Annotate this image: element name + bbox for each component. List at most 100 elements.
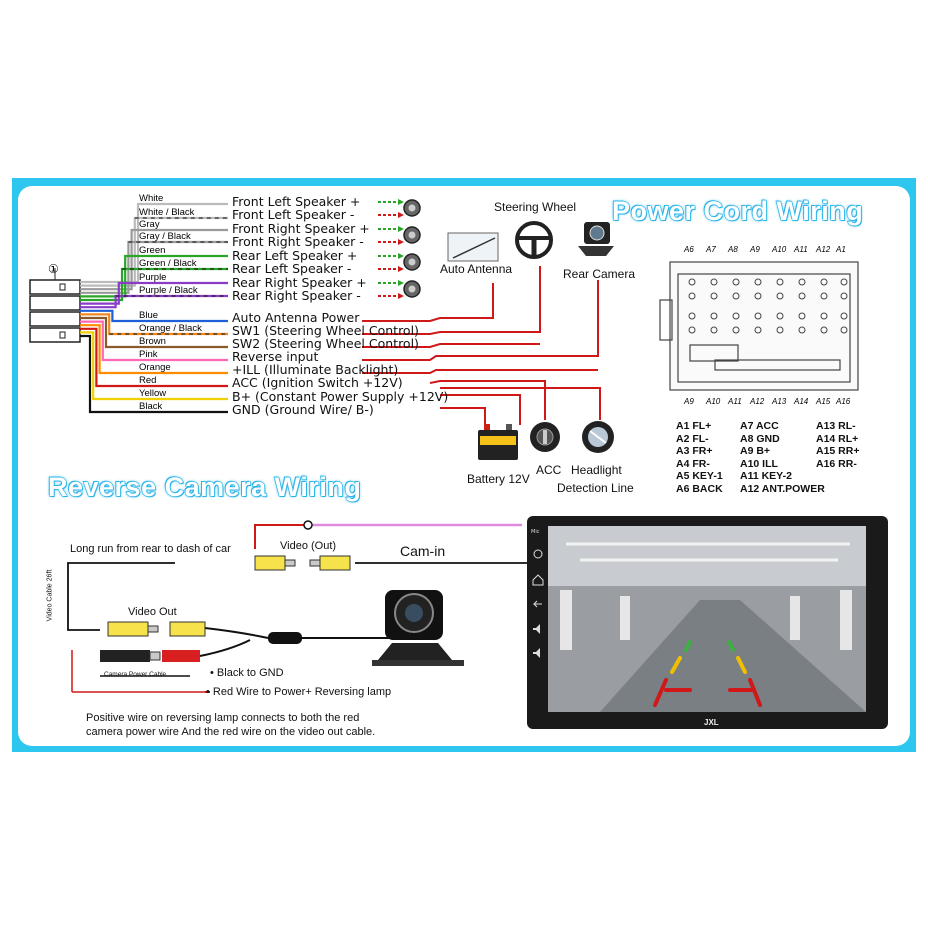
pin-hole xyxy=(732,278,740,286)
wire-color-label: White xyxy=(139,193,163,204)
pin-label: A11 xyxy=(793,245,808,254)
battery-label: Battery 12V xyxy=(467,472,530,486)
pin-hole xyxy=(754,278,762,286)
video-out-label: Video Out xyxy=(128,606,177,618)
pin-hole xyxy=(820,292,828,300)
pin-label: A8 xyxy=(727,245,738,254)
home-icon xyxy=(532,574,544,586)
speaker-arrowhead xyxy=(398,280,404,286)
pin-legend-entry: A16 RR- xyxy=(816,457,857,470)
wire-color-label: Purple / Black xyxy=(139,285,198,296)
harness-wire xyxy=(80,331,228,401)
pin-legend-entry: A9 B+ xyxy=(740,445,771,458)
car-speaker-cone xyxy=(408,231,416,239)
pin-legend-entry: A4 FR- xyxy=(676,457,710,470)
harness-wire xyxy=(80,309,228,323)
reverse-camera-title: Reverse Camera Wiring xyxy=(47,471,362,502)
steering-wheel-label: Steering Wheel xyxy=(494,200,577,214)
wire-function-label: SW1 (Steering Wheel Control) xyxy=(232,323,419,338)
wire-color-label: Orange xyxy=(139,362,171,373)
wire-function-label: B+ (Constant Power Supply +12V) xyxy=(232,389,449,404)
harness-wire xyxy=(80,334,228,414)
power-cord-title: Power Cord Wiring xyxy=(611,195,864,226)
brand-logo: JXL xyxy=(704,718,719,727)
head-unit xyxy=(527,516,888,729)
headlight-label: Headlight xyxy=(571,463,622,477)
pin-hole xyxy=(732,312,740,320)
video-cable-label: Video Cable 26ft xyxy=(46,569,54,622)
auto-antenna-icon xyxy=(447,232,499,262)
back-icon xyxy=(532,600,542,608)
wire-function-label: Rear Right Speaker + xyxy=(232,275,367,290)
pin-hole xyxy=(798,312,806,320)
pin-hole xyxy=(840,292,848,300)
pin-label: A7 xyxy=(705,245,716,254)
pin-hole xyxy=(776,326,784,334)
wire-function-label: Front Right Speaker + xyxy=(232,221,370,236)
camera-cables xyxy=(67,520,530,693)
pin-hole xyxy=(710,292,718,300)
wire-color-label: Green / Black xyxy=(139,258,197,269)
wire-color-label: Yellow xyxy=(139,388,166,399)
harness-wire xyxy=(80,216,228,287)
pin-legend-entry: A11 KEY-2 xyxy=(740,470,792,483)
pin-hole xyxy=(710,278,718,286)
wire-color-label: Purple xyxy=(139,272,166,283)
wire-color-label: Gray / Black xyxy=(139,231,191,242)
speaker-arrowhead xyxy=(398,212,404,218)
pin-hole xyxy=(710,312,718,320)
pin-label: A9 xyxy=(683,397,694,406)
wire-function-label: Front Right Speaker - xyxy=(232,234,364,249)
wire-function-label: +ILL (Illuminate Backlight) xyxy=(232,362,399,377)
pin-hole xyxy=(754,312,762,320)
pin-legend-entry: A14 RL+ xyxy=(816,432,859,445)
acc-key-icon xyxy=(530,422,560,452)
pin-label: A15 xyxy=(815,397,831,406)
acc-label: ACC xyxy=(536,463,562,477)
speaker-arrowhead xyxy=(398,266,404,272)
pin-label: A6 xyxy=(683,245,694,254)
pin-hole xyxy=(840,312,848,320)
pinout-connector xyxy=(659,261,859,391)
device-connection-lines xyxy=(362,266,601,425)
wire-color-label: Orange / Black xyxy=(139,323,202,334)
pin-legend-entry: A15 RR+ xyxy=(816,445,860,458)
power-icon xyxy=(533,549,543,559)
volume-up-icon xyxy=(533,624,540,634)
pin-label: A10 xyxy=(771,245,787,254)
pin-hole xyxy=(820,312,828,320)
pin-legend-entry: A8 GND xyxy=(740,432,780,445)
mic-label: Mic xyxy=(531,529,540,535)
auto-antenna-label: Auto Antenna xyxy=(440,262,513,276)
harness-wire xyxy=(80,254,228,298)
speaker-arrowhead xyxy=(398,253,404,259)
pin-legend-entry: A6 BACK xyxy=(676,483,723,495)
wire-function-label: SW2 (Steering Wheel Control) xyxy=(232,336,419,351)
headlight-icon xyxy=(582,421,614,453)
volume-down-icon xyxy=(533,648,540,658)
pin-legend-entry: A13 RL- xyxy=(816,420,856,432)
pin-label: A1 xyxy=(835,245,846,254)
black-to-gnd-label: • Black to GND xyxy=(210,667,284,679)
pin-hole xyxy=(688,278,696,286)
pin-hole xyxy=(840,326,848,334)
video-connectors xyxy=(100,555,351,662)
pin-hole xyxy=(754,292,762,300)
pin-legend-entry: A5 KEY-1 xyxy=(676,470,723,483)
harness-wires xyxy=(80,202,228,414)
wire-color-label: White / Black xyxy=(139,207,195,218)
wire-function-label: Rear Left Speaker + xyxy=(232,248,358,263)
note-line-1: Positive wire on reversing lamp connects… xyxy=(86,712,360,724)
harness-wire xyxy=(80,327,228,388)
wire-color-label: Black xyxy=(139,401,162,412)
pinout-holes xyxy=(688,278,848,334)
harness-connector xyxy=(29,268,81,343)
pin-label: A12 xyxy=(815,245,831,254)
wire-color-label: Green xyxy=(139,245,165,256)
pin-label: A9 xyxy=(749,245,760,254)
wire-color-label: Brown xyxy=(139,336,166,347)
pin-hole xyxy=(776,278,784,286)
